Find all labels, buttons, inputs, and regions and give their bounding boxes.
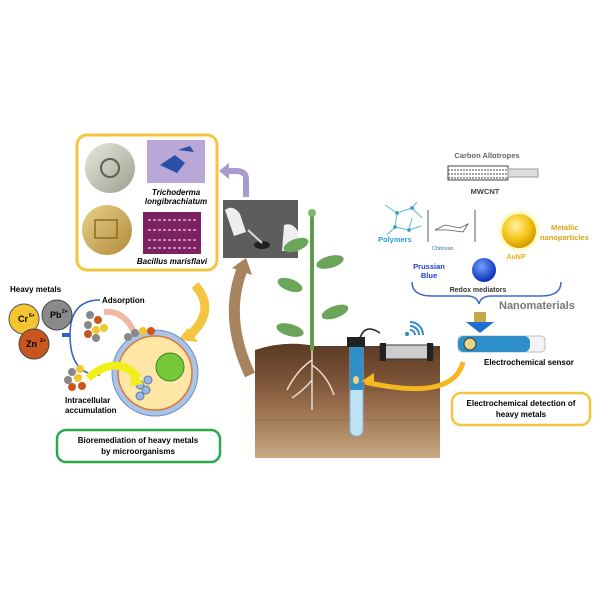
plant (276, 209, 349, 410)
polymers-label: Polymers (378, 235, 412, 244)
intracellular-arrow (85, 361, 142, 382)
detection-line-2: heavy metals (496, 410, 547, 419)
adsorption-label: Adsorption (102, 296, 145, 305)
prussian-label-1: Prussian (413, 262, 445, 271)
bacillus-micrograph (143, 212, 201, 254)
cr-ion: Cr 6+ (8, 303, 40, 335)
sensor-probe-tube (347, 337, 365, 437)
bioremediation-line-2: by microorganisms (101, 447, 175, 456)
potentiostat-device (379, 343, 434, 361)
redox-mediators-label: Redox mediators (450, 287, 507, 294)
detection-line-1: Electrochemical detection of (467, 399, 576, 408)
ion-cluster-adsorption (84, 311, 108, 342)
species-1-line-1: Trichoderma (152, 188, 201, 197)
soil-cross-section (255, 343, 440, 458)
prussian-blue-sphere (472, 258, 496, 282)
sensor-label: Electrochemical sensor (484, 358, 574, 367)
down-arrow (474, 312, 486, 322)
species-2-label: Bacillus marisflavi (137, 257, 208, 266)
panel-to-cell-arrow (186, 282, 210, 339)
microbial-cell (111, 327, 199, 417)
svg-text:Pb: Pb (50, 310, 62, 320)
carbon-allotropes-label: Carbon Allotropes (454, 151, 519, 160)
prussian-label-2: Blue (421, 271, 437, 280)
intracellular-label-2: accumulation (65, 406, 117, 415)
photo-to-panel-arrow (226, 168, 249, 197)
svg-text:Zn: Zn (26, 339, 37, 349)
nanomaterials-bracket (411, 281, 562, 305)
soil-to-photo-arrow (228, 262, 255, 378)
svg-text:Cr: Cr (18, 314, 28, 324)
metallic-label-1: Metallic (551, 223, 579, 232)
trichoderma-petri-dish (85, 143, 135, 193)
electrochemical-sensor-strip (457, 335, 546, 353)
mwcnt-tube (447, 165, 539, 181)
wifi-icon (404, 321, 424, 337)
microorganism-panel: Trichoderma longibrachiatum Bacillus mar… (75, 133, 219, 272)
bioremediation-box (55, 428, 222, 464)
heavy-metals-title: Heavy metals (10, 285, 62, 294)
detection-box (450, 391, 592, 427)
svg-text:2+: 2+ (62, 309, 68, 315)
polymer-network (384, 201, 423, 236)
bacillus-petri-dish (82, 205, 132, 255)
chitosan-structure (427, 210, 476, 242)
ion-cluster-intracellular (64, 365, 86, 391)
chitosan-label: Chitosan (432, 246, 454, 252)
adsorption-arrow (103, 308, 137, 334)
mwcnt-label: MWCNT (471, 187, 500, 196)
intracellular-label-1: Intracellular (65, 396, 110, 405)
sensor-to-tube-arrow (364, 361, 466, 392)
svg-text:6+: 6+ (29, 313, 35, 319)
metallic-label-2: nanoparticles (540, 233, 589, 242)
gold-nanoparticle (502, 214, 536, 248)
species-1-line-2: longibrachiatum (145, 197, 207, 206)
bioremediation-line-1: Bioremediation of heavy metals (78, 436, 199, 445)
svg-text:2+: 2+ (40, 338, 46, 344)
pb-ion: Pb 2+ (41, 299, 73, 331)
aunp-label: AuNP (506, 254, 525, 261)
nanomaterials-title: Nanomaterials (499, 300, 575, 312)
zn-ion: Zn 2+ (18, 328, 50, 360)
